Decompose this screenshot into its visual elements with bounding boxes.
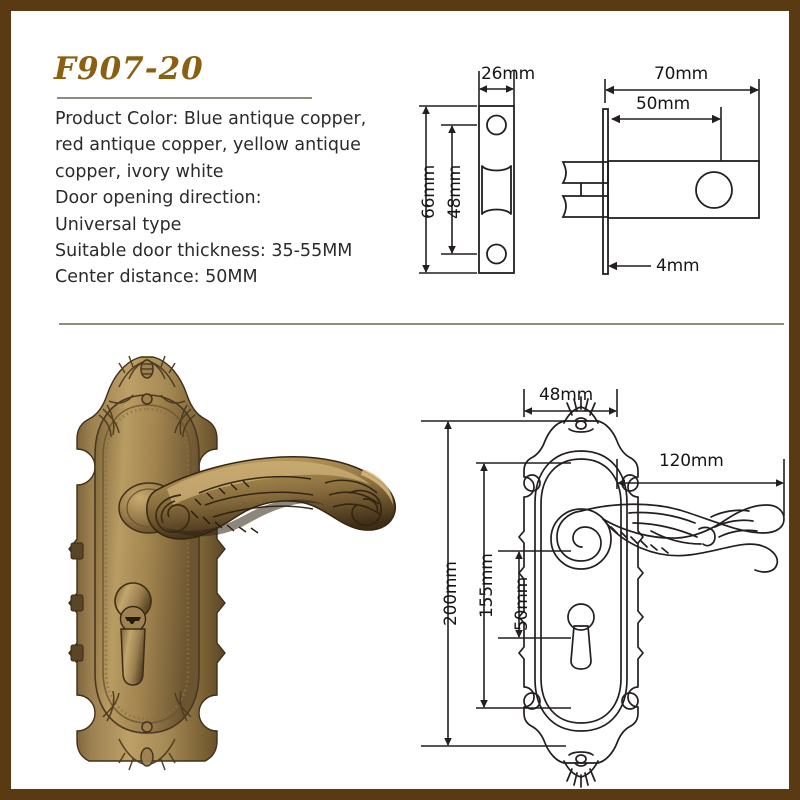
faceplate-width-dimension: 26mm xyxy=(481,64,535,84)
lever-length-dimension: 120mm xyxy=(659,451,724,471)
latch-backset-dimension: 50mm xyxy=(636,94,690,114)
photo-lever-handle xyxy=(146,455,397,540)
handle-product-illustration xyxy=(68,355,397,771)
spec-line: Universal type xyxy=(55,214,182,235)
title-divider xyxy=(57,97,312,99)
photo-lock-cylinder xyxy=(114,582,152,686)
latch-length-dimension: 70mm xyxy=(654,64,708,84)
spec-line: Product Color: Blue antique copper, xyxy=(55,109,367,129)
plate-width-dimension: 48mm xyxy=(539,385,593,405)
spec-line: Suitable door thickness: 35-55MM xyxy=(55,241,353,262)
latch-faceplate-drawing: 26mm 66mm 48mm xyxy=(11,11,551,311)
photo-backplate xyxy=(68,355,226,771)
latch-faceplate-svg xyxy=(419,71,515,274)
plate-height-dimension: 200mm xyxy=(441,561,461,626)
spec-line: Door opening direction: xyxy=(55,188,262,209)
specification-text: Product Color: Blue antique copper, red … xyxy=(55,106,423,291)
section-divider xyxy=(59,323,784,325)
latch-body-drawing: 70mm 50mm 4mm xyxy=(11,11,789,311)
sheet-canvas: F907-20 Product Color: Blue antique copp… xyxy=(11,11,789,789)
center-distance-dimension: 50mm xyxy=(512,577,532,631)
spec-line: Center distance: 50MM xyxy=(55,267,258,288)
handle-line-svg xyxy=(421,389,785,788)
latch-plate-thickness-dimension: 4mm xyxy=(656,256,700,276)
latch-body-svg xyxy=(561,79,760,275)
plate-inner-height-dimension: 155mm xyxy=(477,553,497,618)
page-title: F907-20 xyxy=(54,51,204,87)
spec-line: red antique copper, yellow antique xyxy=(55,135,361,156)
spec-line: copper, ivory white xyxy=(55,161,224,182)
handle-line-drawing: 48mm 120mm 200mm 155mm 50mm xyxy=(11,11,789,789)
product-photo xyxy=(63,343,423,771)
